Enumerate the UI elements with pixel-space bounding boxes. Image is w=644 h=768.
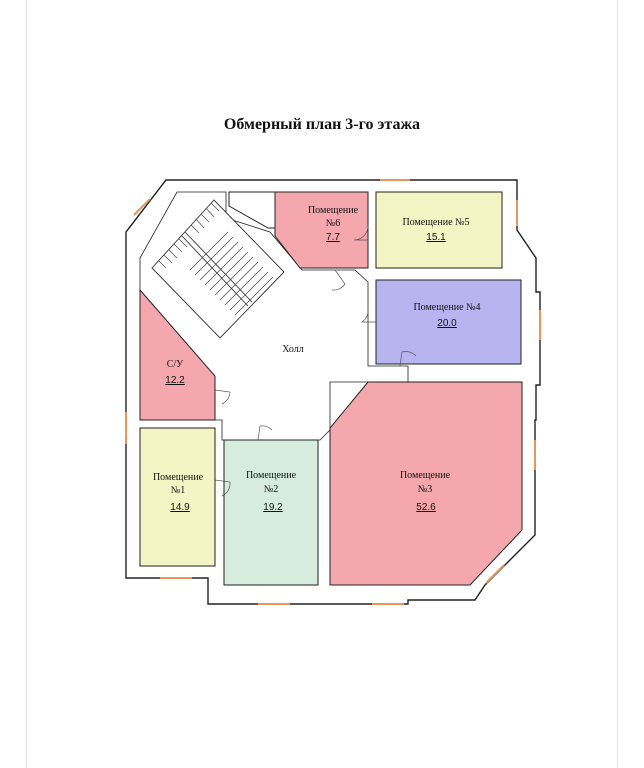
room-1-name: Помещение [153, 472, 204, 483]
hall-labels: Холл [282, 344, 303, 355]
room-3-name: Помещение [400, 470, 451, 481]
room-1-number: №1 [171, 485, 186, 496]
room-3-area: 52.6 [416, 502, 436, 513]
room-1 [139, 427, 216, 567]
room-5-name: Помещение №5 [402, 217, 469, 228]
room-1-area: 14.9 [170, 502, 190, 513]
room-6 [274, 191, 369, 269]
windows [125, 179, 541, 605]
room-6-labels: Помещение №6 7.7 [308, 205, 359, 243]
room-3-labels: Помещение №3 52.6 [400, 470, 451, 513]
sheet-edge-left [26, 0, 27, 768]
room-6-number: №6 [326, 218, 341, 229]
room-2-number: №2 [264, 484, 279, 495]
room-4-area: 20.0 [437, 318, 457, 329]
room-2-area: 19.2 [263, 502, 283, 513]
room-2-name: Помещение [246, 470, 297, 481]
room-5 [375, 191, 503, 269]
room-3-number: №3 [418, 484, 433, 495]
room-su-name: С/У [167, 359, 184, 370]
sheet-edge-right [617, 0, 618, 768]
staircase [151, 199, 285, 339]
room-su [139, 288, 216, 421]
room-5-area: 15.1 [426, 232, 446, 243]
room-4 [375, 279, 522, 365]
door-swings [214, 225, 417, 497]
room-su-labels: С/У 12.2 [165, 359, 185, 386]
room-1-labels: Помещение №1 14.9 [153, 472, 204, 513]
plan-title: Обмерный план 3-го этажа [223, 116, 421, 133]
room-4-name: Помещение №4 [413, 302, 480, 313]
room-5-labels: Помещение №5 15.1 [402, 217, 469, 243]
room-2-labels: Помещение №2 19.2 [246, 470, 297, 513]
room-su-area: 12.2 [165, 375, 185, 386]
room-4-labels: Помещение №4 20.0 [413, 302, 480, 329]
room-6-area: 7.7 [326, 232, 340, 243]
room-2 [223, 439, 319, 586]
room-6-name: Помещение [308, 205, 359, 216]
hall-name: Холл [282, 344, 303, 355]
room-3 [329, 381, 523, 586]
